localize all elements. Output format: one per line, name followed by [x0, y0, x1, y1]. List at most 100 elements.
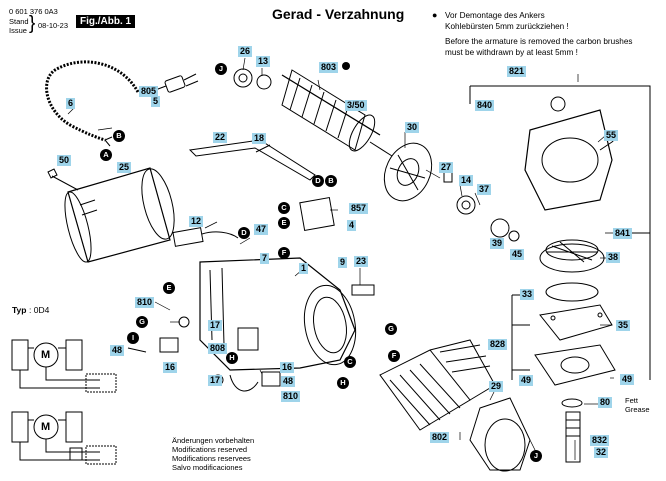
part-16b [261, 371, 281, 387]
callout-disc: E [278, 217, 290, 229]
field-coil [379, 339, 496, 431]
brush-holder [299, 197, 335, 231]
wiring-schematic-bottom [11, 411, 117, 465]
footer-line-3: Modifications reservees [172, 454, 251, 463]
issue-date: 08-10-23 [38, 21, 69, 30]
fan [383, 142, 433, 202]
callout-part: 22 [213, 132, 228, 143]
callout-part: 38 [606, 252, 621, 263]
spring-17 [178, 316, 190, 328]
callout-disc: G [385, 323, 397, 335]
part-23 [351, 284, 375, 296]
callout-disc: B [325, 175, 337, 187]
callout-part: 828 [488, 339, 508, 350]
footer-line-4: Salvo modificaciones [172, 463, 243, 472]
callout-part: 16 [163, 362, 178, 373]
callout-part: 32 [594, 447, 609, 458]
callout-part: 23 [354, 256, 369, 267]
power-cord [45, 60, 140, 142]
notice-en-1: Before the armature is removed the carbo… [445, 37, 633, 46]
washer-80 [561, 398, 583, 408]
callout-part: 48 [110, 345, 125, 356]
nose-cover [469, 397, 531, 472]
notice-bullet: ● [432, 10, 438, 20]
callout-part: 802 [430, 432, 450, 443]
bracket-821 [469, 85, 651, 380]
bevel-gear [539, 239, 605, 273]
callout-part: 47 [254, 224, 269, 235]
callout-disc: D [238, 227, 250, 239]
o-ring [545, 282, 599, 302]
callout-part: 808 [208, 343, 228, 354]
callout-disc: F [278, 247, 290, 259]
housing-cover [64, 167, 175, 263]
nut-45 [508, 230, 520, 242]
armature [281, 69, 393, 157]
callout-part: 26 [238, 46, 253, 57]
callout-part: 25 [117, 162, 132, 173]
callout-part: 80 [598, 397, 613, 408]
callout-part: 29 [489, 381, 504, 392]
wiring-schematic-top [11, 339, 117, 393]
part-number: 0 601 376 0A3 [9, 7, 58, 16]
flange [539, 304, 613, 341]
callout-disc: I [127, 332, 139, 344]
callout-part: 17 [208, 375, 223, 386]
callout-disc: F [388, 350, 400, 362]
callout-part: 821 [507, 66, 527, 77]
callout-part: 6 [66, 98, 76, 109]
callout-part: 30 [405, 122, 420, 133]
callout-part: 832 [590, 435, 610, 446]
callout-part: 14 [459, 175, 474, 186]
screw-50 [47, 168, 79, 191]
page-title: Gerad - Verzahnung [272, 6, 405, 22]
bearing-13 [256, 74, 272, 90]
switch-808 [237, 327, 259, 351]
motor-symbol-bottom: M [41, 421, 51, 433]
callout-disc: B [113, 130, 125, 142]
callout-part: 49 [620, 374, 635, 385]
callout-part: 840 [475, 100, 495, 111]
callout-part: 50 [57, 155, 72, 166]
capacitor [172, 227, 204, 247]
callout-part: 37 [477, 184, 492, 195]
callout-part: 1 [299, 263, 309, 274]
issue-label: Issue [9, 26, 27, 35]
callout-part: 35 [616, 320, 631, 331]
spindle [565, 411, 581, 463]
callout-disc: D [312, 175, 324, 187]
screw-48 [127, 347, 147, 353]
callout-part: 39 [490, 238, 505, 249]
figure-label: Fig./Abb. 1 [76, 15, 136, 28]
callout-disc: C [278, 202, 290, 214]
callout-part: 803 [319, 62, 339, 73]
callout-disc: H [226, 352, 238, 364]
notice-en-2: must be withdrawn by at least 5mm ! [445, 48, 578, 57]
callout-disc: J [215, 63, 227, 75]
grease-label-en: Grease [625, 405, 650, 414]
callout-disc: E [163, 282, 175, 294]
callout-part: 805 [139, 86, 159, 97]
stand-label: Stand [9, 17, 29, 26]
callout-part: 13 [256, 56, 271, 67]
bearing-14 [456, 195, 476, 215]
callout-disc: H [337, 377, 349, 389]
callout-part: 9 [338, 257, 348, 268]
callout-disc: C [344, 356, 356, 368]
footer-line-1: Änderungen vorbehalten [172, 436, 255, 445]
brace: } [29, 13, 36, 34]
callout-part: 841 [613, 228, 633, 239]
footer-line-2: Modifications reserved [172, 445, 248, 454]
callout-part: 7 [260, 253, 270, 264]
bearing-flange [534, 344, 616, 386]
callout-part: 33 [520, 289, 535, 300]
callout-part: 810 [135, 297, 155, 308]
callout-part: 12 [189, 216, 204, 227]
switch-bar [188, 139, 316, 181]
notice-de-2: Kohlebürsten 5mm zurückziehen ! [445, 22, 569, 31]
callout-part: 55 [604, 130, 619, 141]
callout-part: 810 [281, 391, 301, 402]
terminal-16 [159, 337, 179, 353]
callout-part: 48 [281, 376, 296, 387]
